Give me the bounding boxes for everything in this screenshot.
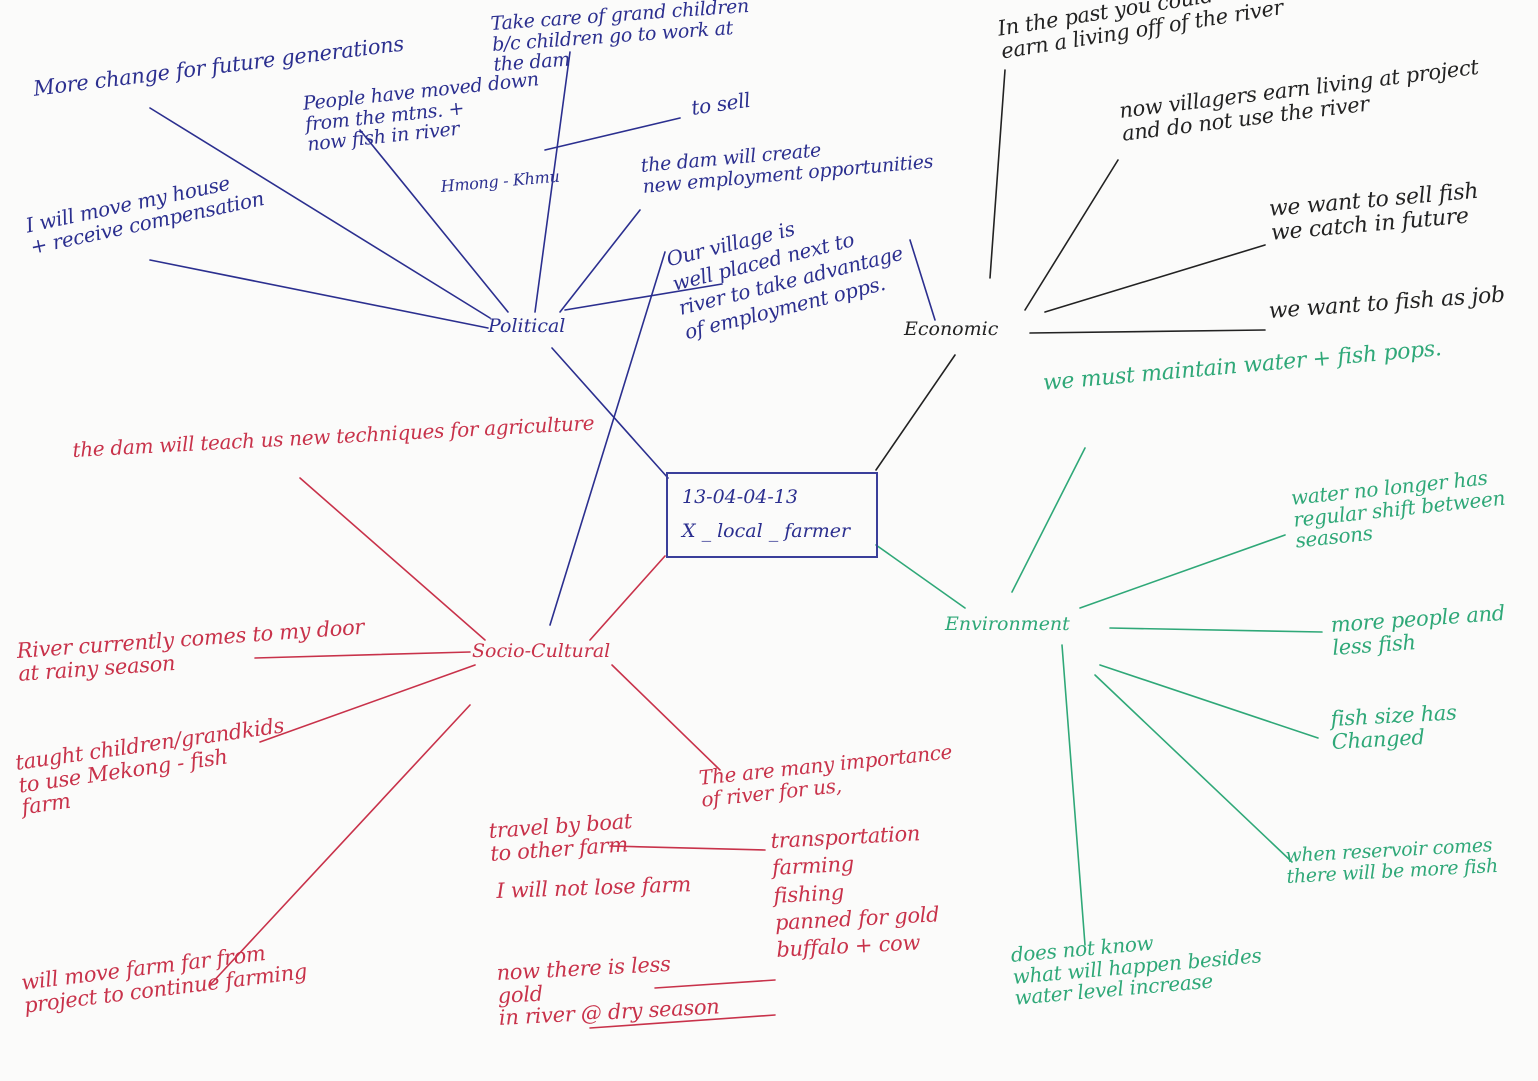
link-political-sell xyxy=(544,117,681,151)
link-socio-travel xyxy=(609,845,766,851)
link-political-house xyxy=(149,259,489,329)
center-node: 13-04-04-13 X _ local _ farmer xyxy=(666,472,878,558)
link-socio-gold xyxy=(654,979,776,989)
link-center-socio xyxy=(589,555,666,641)
link-socio-dry xyxy=(589,1014,776,1029)
link-economic-sell xyxy=(1044,244,1266,313)
link-political-moved xyxy=(359,129,509,313)
link-economic-job xyxy=(1029,329,1266,334)
center-id: 13-04-04-13 xyxy=(682,486,798,508)
note-fish-size: fish size has Changed xyxy=(1329,700,1458,754)
link-center-political xyxy=(551,347,669,479)
link-political-socio xyxy=(549,251,666,626)
note-less-gold: now there is less gold in river @ dry se… xyxy=(495,951,721,1031)
link-political-grandchildren xyxy=(534,51,571,313)
link-economic-now xyxy=(1024,159,1119,311)
link-socio-taught xyxy=(259,664,476,743)
link-economic-past xyxy=(989,69,1006,279)
link-political-future xyxy=(149,107,491,319)
hub-economic: Economic xyxy=(904,318,999,340)
link-env-maintain xyxy=(1011,447,1086,593)
hub-socio-cultural: Socio-Cultural xyxy=(472,640,611,662)
link-env-seasons xyxy=(1079,534,1286,609)
link-socio-importance xyxy=(611,664,721,771)
link-socio-door xyxy=(254,651,471,659)
link-env-people xyxy=(1109,627,1323,633)
hub-political: Political xyxy=(488,315,566,337)
link-political-employment xyxy=(559,209,641,313)
link-center-economic xyxy=(875,354,956,471)
hub-environment: Environment xyxy=(945,613,1070,635)
note-uses-list: transportation farming fishing panned fo… xyxy=(770,821,940,963)
link-political-village xyxy=(564,283,723,311)
link-socio-techniques xyxy=(299,477,486,641)
note-travel-boat: travel by boat to other farm xyxy=(487,808,633,866)
link-political-economic xyxy=(909,239,936,321)
center-subject: X _ local _ farmer xyxy=(682,520,851,542)
link-env-size xyxy=(1099,664,1319,739)
link-env-reservoir xyxy=(1094,674,1293,863)
link-center-environment xyxy=(875,544,966,609)
link-env-notknow xyxy=(1061,644,1086,946)
link-socio-move-farm xyxy=(209,704,471,986)
